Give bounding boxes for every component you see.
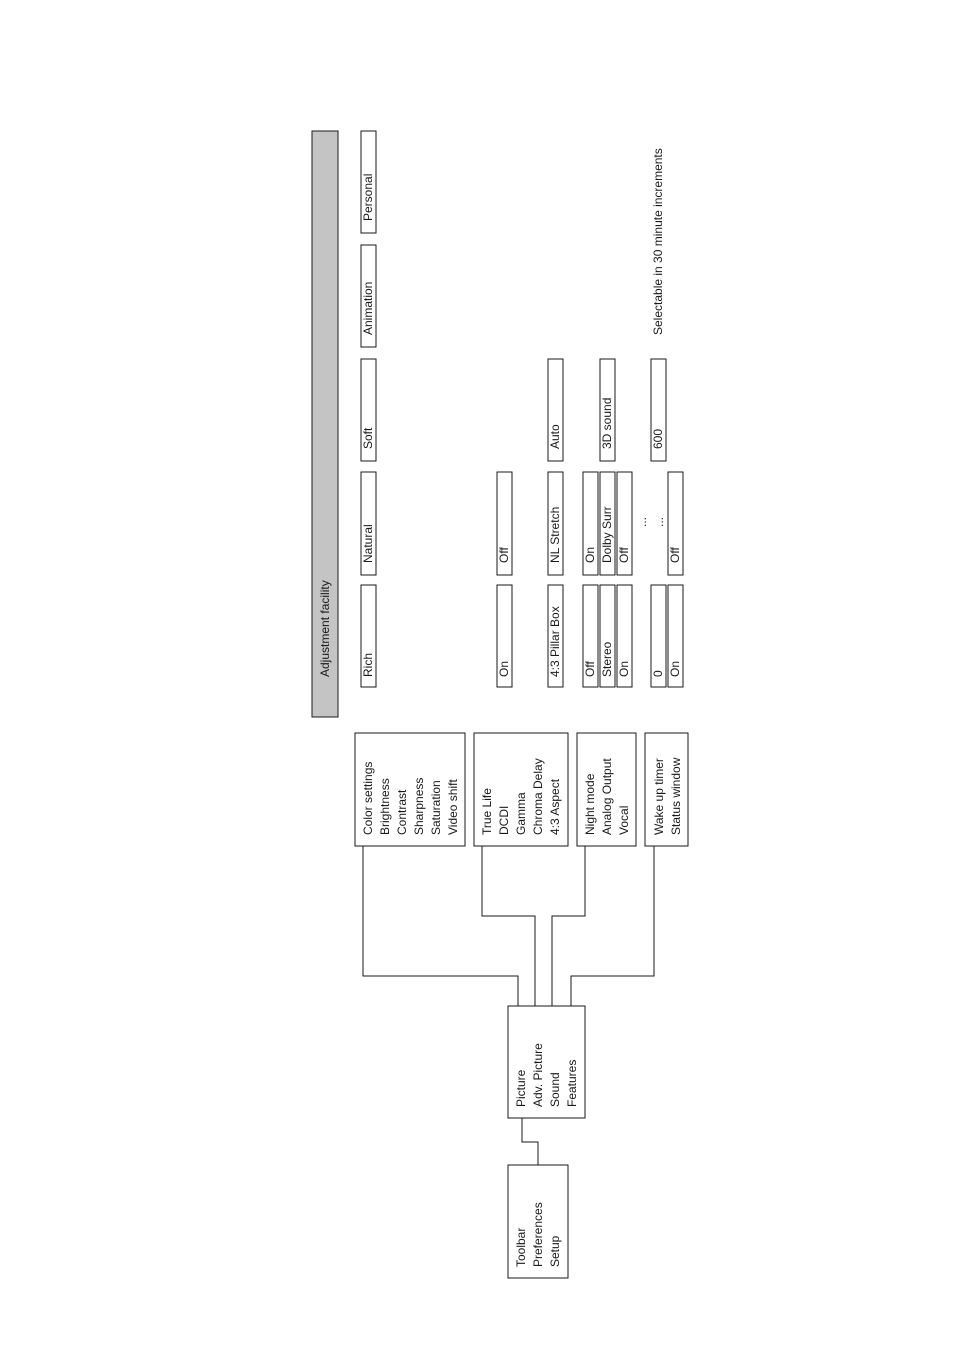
option-night-on[interactable]: On xyxy=(583,547,597,563)
option-nl-stretch-box[interactable] xyxy=(547,471,564,576)
option-pillar-box[interactable]: 4:3 Pillar Box xyxy=(548,606,562,677)
menu-item-gamma[interactable]: Gamma xyxy=(514,792,528,835)
menu-item-preferences[interactable]: Preferences xyxy=(531,1202,545,1267)
menu-item-true-life[interactable]: True Life xyxy=(480,788,494,835)
menu-item-video-shift[interactable]: Video shift xyxy=(446,779,460,835)
sound-submenu: Night mode Analog Output Vocal xyxy=(576,732,637,847)
menu-item-picture[interactable]: Picture xyxy=(514,1069,528,1107)
option-night-on-box[interactable] xyxy=(582,471,599,576)
option-true-life-on[interactable]: On xyxy=(497,661,511,677)
connector-root-to-level1 xyxy=(521,1118,539,1165)
connector-to-sound-menu xyxy=(551,846,586,1006)
option-vocal-off-box[interactable] xyxy=(616,471,633,576)
adv-picture-submenu: True Life DCDI Gamma Chroma Delay 4:3 As… xyxy=(473,732,569,847)
option-stereo[interactable]: Stereo xyxy=(600,641,614,677)
true-life-options: On Off xyxy=(496,471,513,688)
option-natural[interactable]: Natural xyxy=(361,524,375,563)
option-animation[interactable]: Animation xyxy=(361,282,375,335)
option-3d-sound[interactable]: 3D sound xyxy=(600,398,614,449)
connector-lines xyxy=(362,846,655,1165)
option-pillar-box-box[interactable] xyxy=(547,584,564,688)
menu-item-chroma-delay[interactable]: Chroma Delay xyxy=(531,758,545,835)
menu-item-saturation[interactable]: Saturation xyxy=(429,780,443,835)
option-soft[interactable]: Soft xyxy=(361,427,375,449)
option-timer-600-box[interactable] xyxy=(650,358,667,462)
root-menu: Toolbar Preferences Setup xyxy=(507,1164,569,1279)
adjustment-header-banner xyxy=(311,130,339,718)
option-nl-stretch[interactable]: NL Stretch xyxy=(548,507,562,563)
menu-item-features[interactable]: Features xyxy=(565,1060,579,1107)
option-true-life-on-box[interactable] xyxy=(496,584,513,688)
option-dolby-surr-box[interactable] xyxy=(599,471,616,576)
vocal-ellipsis: ... xyxy=(635,517,649,527)
menu-item-aspect[interactable]: 4:3 Aspect xyxy=(548,778,562,835)
option-personal[interactable]: Personal xyxy=(361,174,375,221)
option-3d-sound-box[interactable] xyxy=(599,358,616,462)
option-stereo-box[interactable] xyxy=(599,584,616,688)
option-true-life-off-box[interactable] xyxy=(496,471,513,576)
option-natural-box[interactable] xyxy=(360,471,377,576)
menu-item-sharpness[interactable]: Sharpness xyxy=(412,778,426,835)
option-animation-box[interactable] xyxy=(360,244,377,348)
wake-up-ellipsis: ... xyxy=(652,517,666,527)
analog-output-options: Stereo Dolby Surr 3D sound xyxy=(599,358,616,688)
option-timer-600[interactable]: 600 xyxy=(651,429,665,449)
option-status-on-box[interactable] xyxy=(667,584,684,688)
connector-to-picture-menu xyxy=(362,846,519,1006)
menu-item-contrast[interactable]: Contrast xyxy=(395,789,409,835)
wake-up-timer-note: Selectable in 30 minute increments xyxy=(651,148,665,335)
option-true-life-off[interactable]: Off xyxy=(497,547,511,563)
level1-menu-box xyxy=(507,1005,586,1119)
option-personal-box[interactable] xyxy=(360,130,377,234)
menu-item-dcdi[interactable]: DCDI xyxy=(497,806,511,835)
root-menu-box xyxy=(507,1164,569,1279)
menu-item-wake-up-timer[interactable]: Wake up timer xyxy=(652,758,666,835)
level1-menu: Picture Adv. Picture Sound Features xyxy=(507,1005,586,1119)
option-night-off[interactable]: Off xyxy=(583,661,597,677)
vocal-options: On Off ... xyxy=(616,471,649,688)
option-auto[interactable]: Auto xyxy=(548,424,562,449)
option-night-off-box[interactable] xyxy=(582,584,599,688)
option-soft-box[interactable] xyxy=(360,358,377,462)
features-submenu: Wake up timer Status window xyxy=(644,732,689,847)
option-rich[interactable]: Rich xyxy=(361,653,375,677)
option-auto-box[interactable] xyxy=(547,358,564,462)
menu-item-vocal[interactable]: Vocal xyxy=(617,806,631,835)
option-rich-box[interactable] xyxy=(360,584,377,688)
adjustment-header-title: Adjustment facility xyxy=(318,580,332,677)
menu-item-toolbar[interactable]: Toolbar xyxy=(514,1228,528,1267)
adv-picture-submenu-box xyxy=(473,732,569,847)
night-mode-options: Off On xyxy=(582,471,599,688)
status-window-options: On Off xyxy=(667,471,684,688)
option-timer-0-box[interactable] xyxy=(650,584,667,688)
menu-item-sound[interactable]: Sound xyxy=(548,1072,562,1107)
connector-to-adv-picture-menu xyxy=(481,846,536,1006)
wake-up-timer-options: 0 600 ... Selectable in 30 minute increm… xyxy=(650,148,667,688)
menu-item-status-window[interactable]: Status window xyxy=(669,757,683,835)
option-vocal-on[interactable]: On xyxy=(617,661,631,677)
connector-to-features-menu xyxy=(570,846,655,1006)
picture-submenu-box xyxy=(354,732,466,847)
color-settings-options: Rich Natural Soft Animation Personal xyxy=(360,130,377,688)
menu-item-adv-picture[interactable]: Adv. Picture xyxy=(531,1043,545,1107)
menu-item-color-settings[interactable]: Color settings xyxy=(361,762,375,835)
menu-item-setup[interactable]: Setup xyxy=(548,1235,562,1267)
aspect-options: 4:3 Pillar Box NL Stretch Auto xyxy=(547,358,564,688)
features-submenu-box xyxy=(644,732,689,847)
option-timer-0[interactable]: 0 xyxy=(651,670,665,677)
picture-submenu: Color settings Brightness Contrast Sharp… xyxy=(354,732,466,847)
option-status-off-box[interactable] xyxy=(667,471,684,576)
menu-item-analog-output[interactable]: Analog Output xyxy=(600,758,614,835)
menu-item-brightness[interactable]: Brightness xyxy=(378,778,392,835)
adjustment-header: Adjustment facility xyxy=(311,130,339,718)
option-status-off[interactable]: Off xyxy=(668,547,682,563)
option-status-on[interactable]: On xyxy=(668,661,682,677)
option-vocal-off[interactable]: Off xyxy=(617,547,631,563)
menu-item-night-mode[interactable]: Night mode xyxy=(583,773,597,835)
option-dolby-surr[interactable]: Dolby Surr xyxy=(600,506,614,563)
sound-submenu-box xyxy=(576,732,637,847)
option-vocal-on-box[interactable] xyxy=(616,584,633,688)
